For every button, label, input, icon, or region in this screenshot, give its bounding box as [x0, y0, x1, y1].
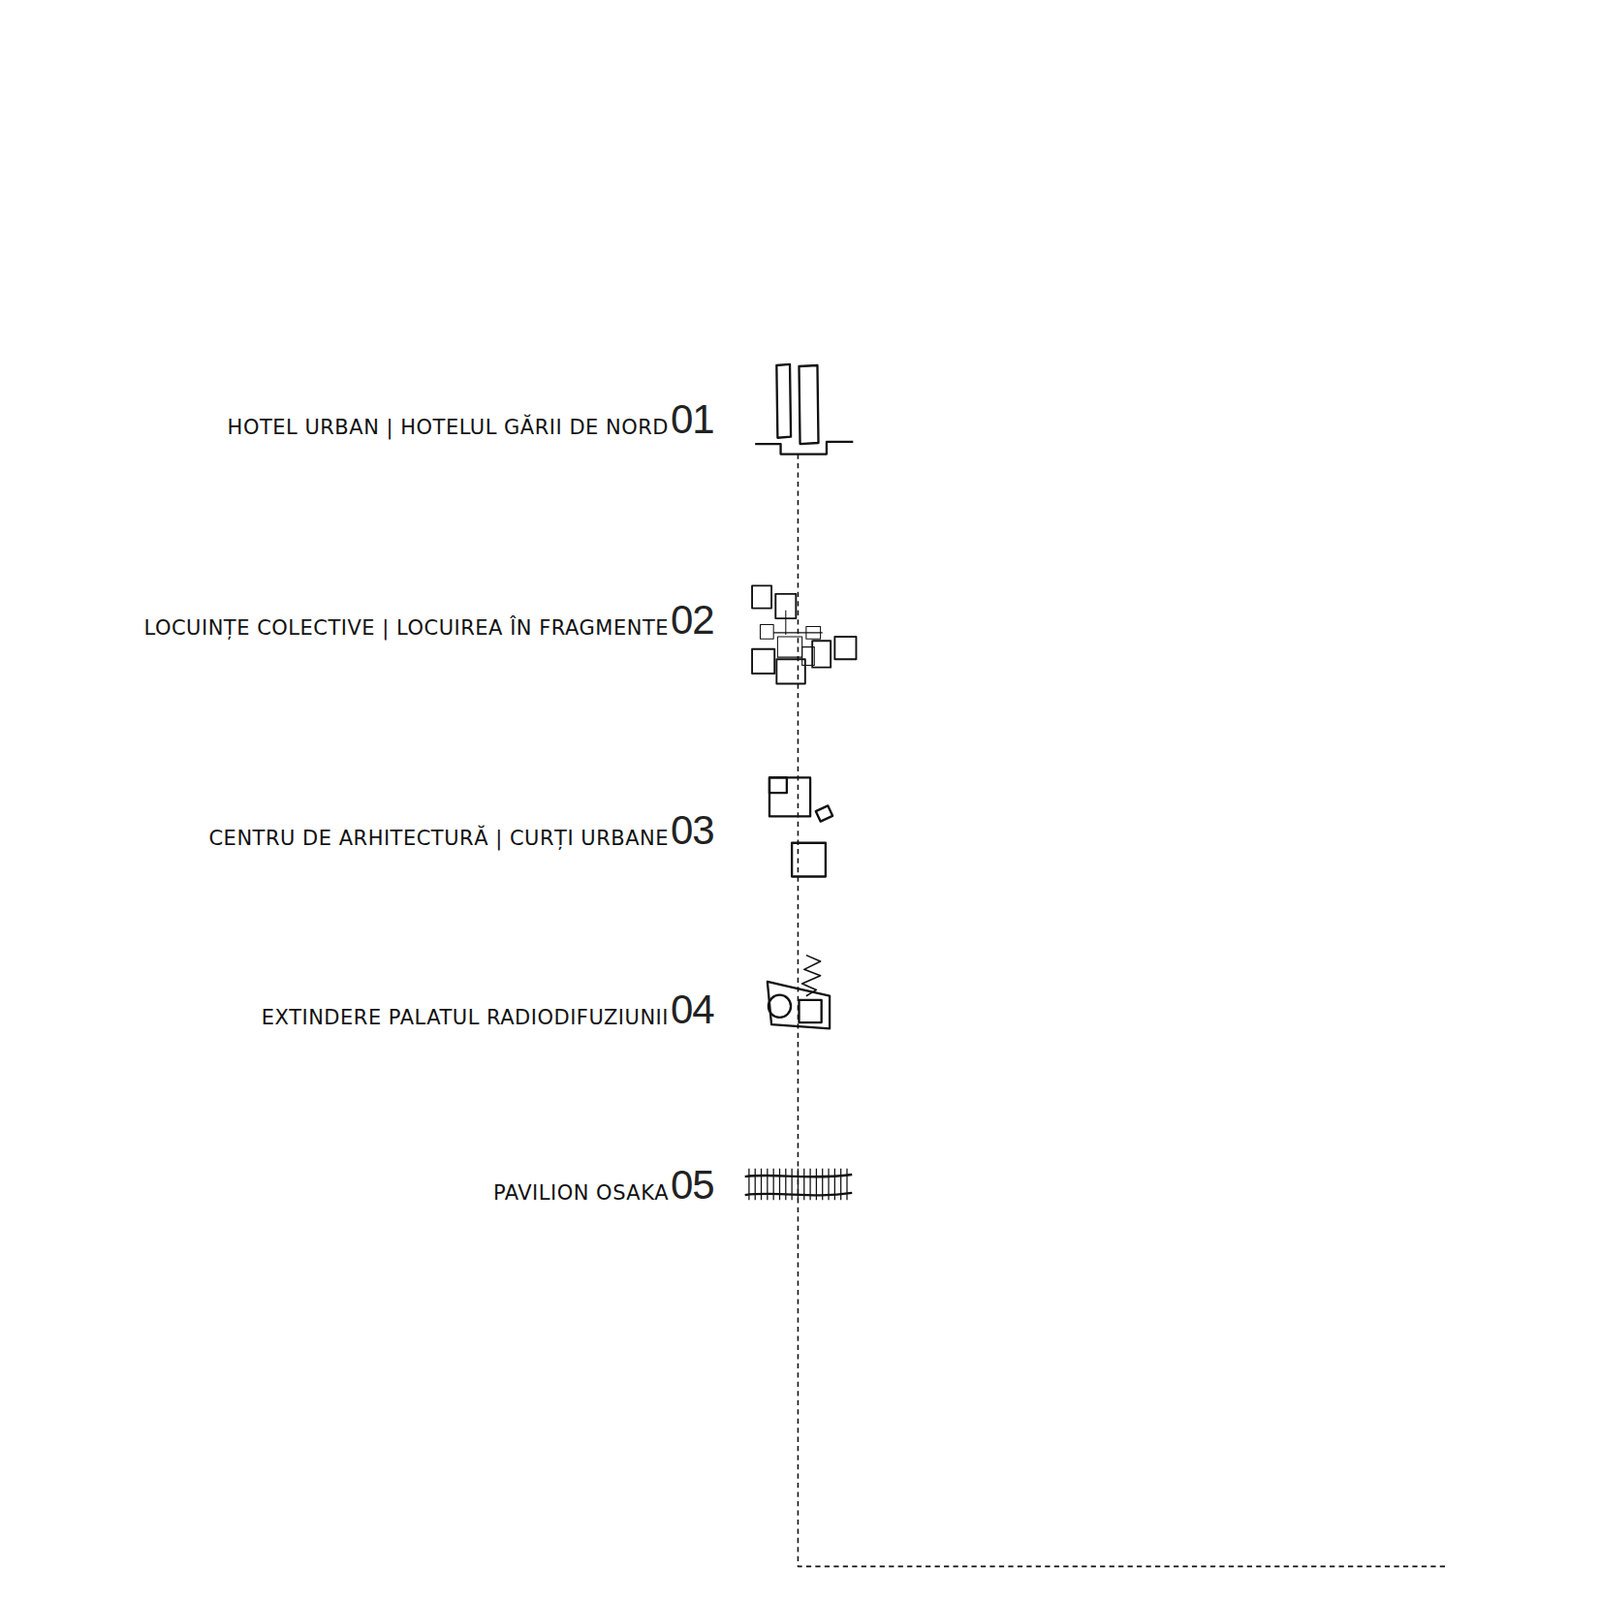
callout-number: 05: [670, 1161, 715, 1209]
project-title: EXTINDERE PALATUL RADIODIFUZIUNII: [261, 1005, 669, 1030]
project-title: LOCUINȚE COLECTIVE | LOCUIREA ÎN FRAGMEN…: [143, 616, 669, 640]
courtyards-icon: [769, 777, 833, 877]
timeline-line: [797, 454, 1449, 1568]
radio-icon: [767, 955, 830, 1030]
project-title: CENTRU DE ARHITECTURĂ | CURȚI URBANE: [208, 826, 669, 850]
callout-number: 04: [670, 986, 715, 1034]
hotel-icon: [754, 364, 853, 455]
callout-number: 02: [670, 596, 715, 644]
callout-number: 01: [670, 396, 715, 443]
project-title: PAVILION OSAKA: [493, 1181, 669, 1205]
pavilion-icon: [745, 1168, 853, 1201]
callout-number: 03: [670, 807, 715, 854]
project-title: HOTEL URBAN | HOTELUL GĂRII DE NORD: [227, 415, 669, 440]
housing-icon: [752, 585, 856, 684]
